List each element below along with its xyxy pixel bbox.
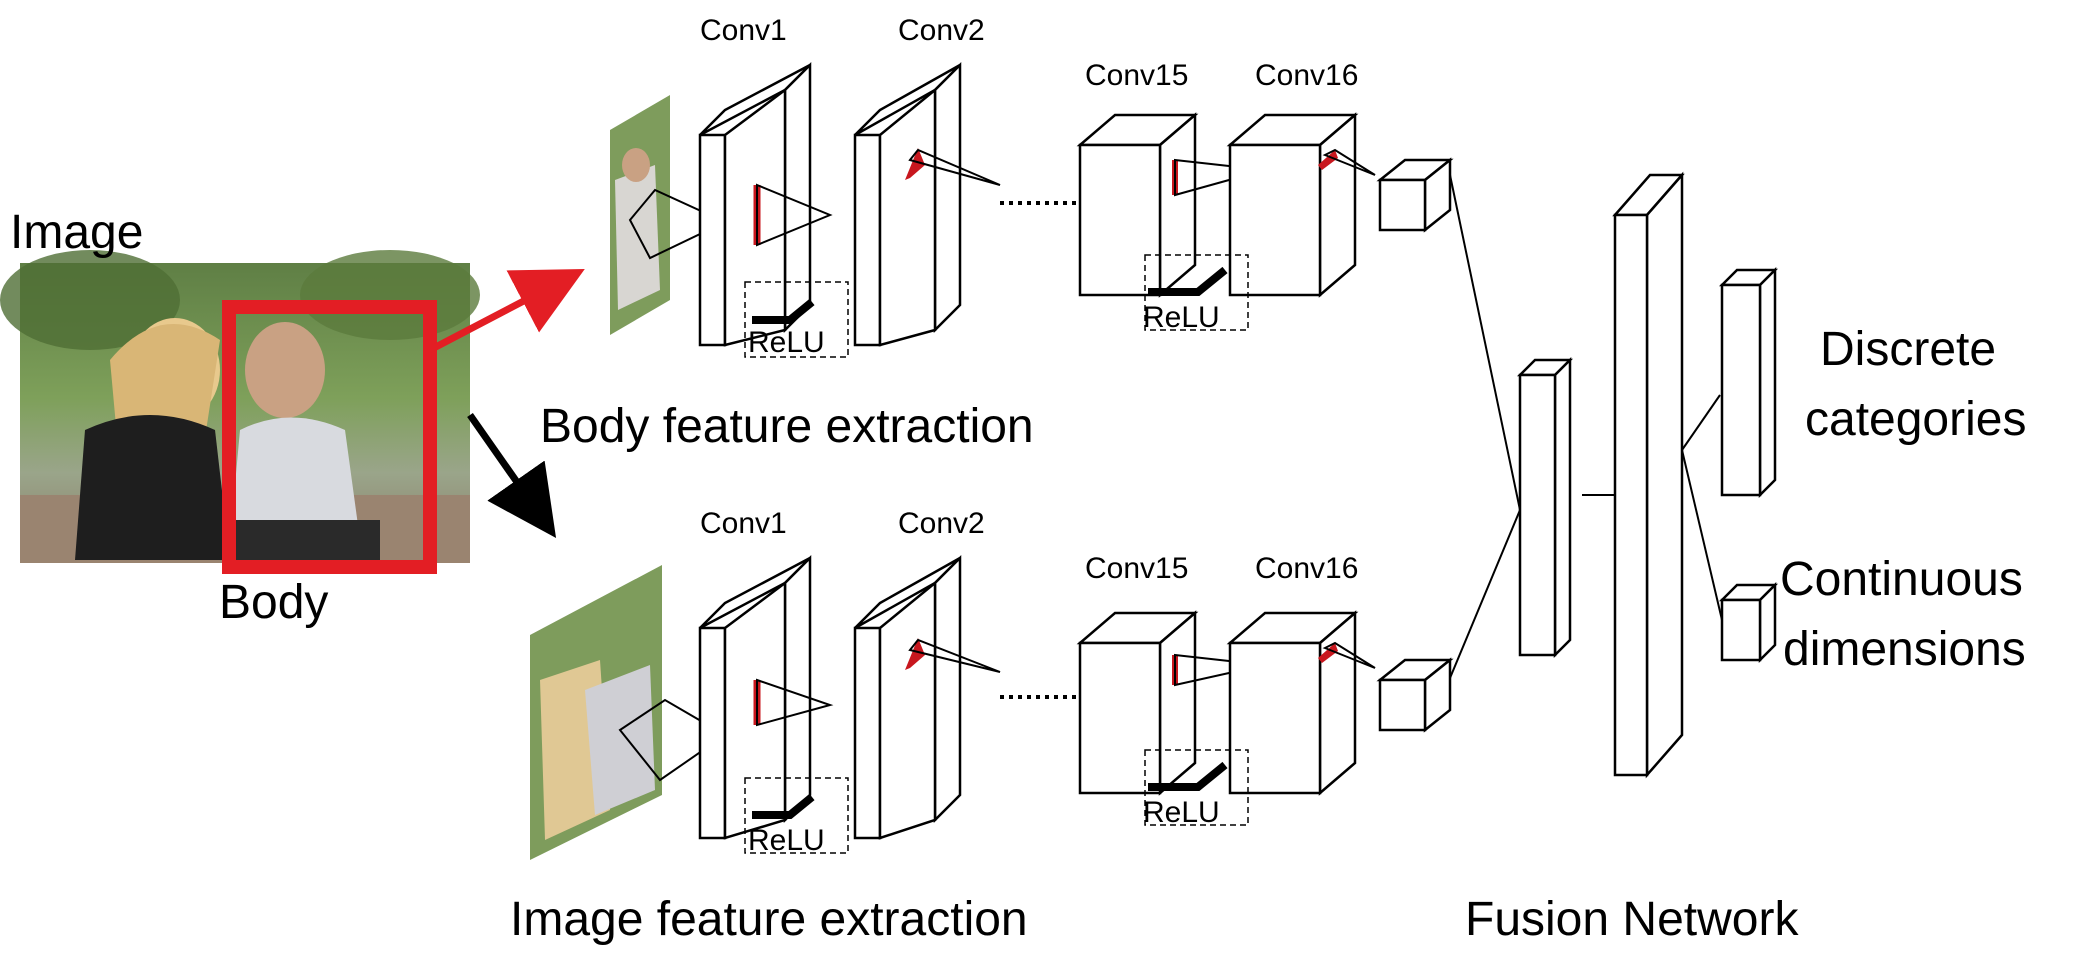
fusion-network-title: Fusion Network [1465,893,1799,946]
body-bounding-box [222,300,437,574]
body-stream: ReLU Conv1 Conv2 [610,14,1454,359]
arrow-icon [467,412,557,538]
conv16-label: Conv16 [1255,59,1358,92]
conv2-label: Conv2 [898,507,985,540]
conv1-label: Conv1 [700,507,787,540]
conv16-label: Conv16 [1255,552,1358,585]
continuous-output-label-2: dimensions [1783,623,2026,676]
arrow-icon [428,269,585,354]
conv2-layer [853,554,962,840]
fusion-fc-layer-2 [1612,171,1685,779]
body-crop-thumbnail [610,95,670,335]
conv1-label: Conv1 [700,14,787,47]
conv15-label: Conv15 [1085,59,1188,92]
discrete-output-layer [1718,266,1779,499]
conv15-layer [1076,112,1199,298]
conv15-label: Conv15 [1085,552,1188,585]
image-stream: ReLU Conv1 Conv2 ReLU [530,507,1454,860]
relu-label: ReLU [748,326,825,359]
fusion-fc-layer-1 [1516,356,1574,659]
discrete-output-label-2: categories [1805,393,2026,446]
relu-box [1144,749,1249,826]
body-stream-title: Body feature extraction [540,400,1034,453]
conv15-layer [1076,610,1199,796]
conv2-layer [853,61,962,347]
conv16-layer [1226,112,1359,298]
relu-label: ReLU [748,824,825,857]
conv16-layer [1226,610,1359,796]
relu-label: ReLU [1143,301,1220,334]
image-stream-title: Image feature extraction [510,893,1028,946]
continuous-output-label: Continuous [1780,553,2023,606]
image-thumbnail [530,565,662,860]
relu-label: ReLU [1143,796,1220,829]
input-photo [0,250,480,563]
relu-box [744,777,849,854]
body-label: Body [219,576,328,629]
fusion-network [1449,171,1779,779]
relu-box [744,281,849,358]
body-feature-vector [1376,157,1454,233]
image-feature-vector [1376,657,1454,733]
continuous-output-layer [1718,581,1779,664]
conv2-label: Conv2 [898,14,985,47]
discrete-output-label: Discrete [1820,323,1996,376]
relu-box [1144,254,1249,331]
image-label: Image [10,206,143,259]
conv1-layer [698,554,812,840]
